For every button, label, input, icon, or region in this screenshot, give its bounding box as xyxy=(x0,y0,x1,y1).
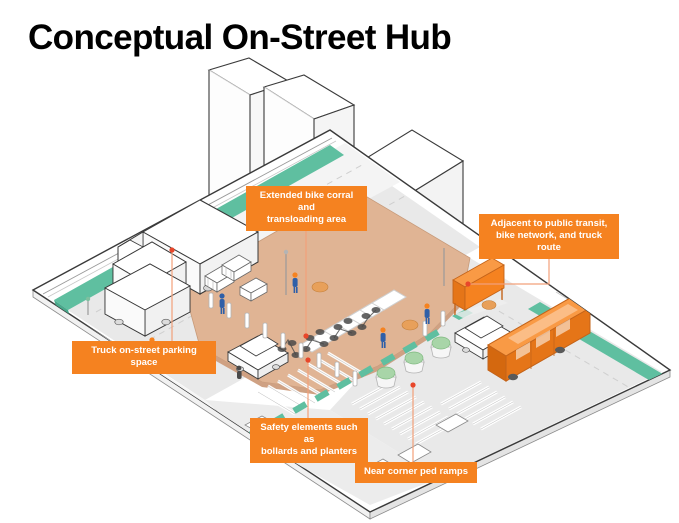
dot-safety xyxy=(305,357,311,363)
dot-bike-corral xyxy=(303,333,309,339)
bike-corral xyxy=(277,289,407,358)
bollards xyxy=(208,292,446,387)
transloading-carts xyxy=(204,254,268,302)
callout-near-corner-ped-ramps[interactable]: Near corner ped ramps xyxy=(355,462,477,483)
crosswalk-east-outline xyxy=(440,381,522,430)
callout-adjacent-public-transit[interactable]: Adjacent to public transit, bike network… xyxy=(479,214,619,259)
callout-truck-on-street-parking[interactable]: Truck on-street parking space xyxy=(72,341,216,374)
crosswalk-west-outline xyxy=(257,352,366,415)
callout-extended-bike-corral[interactable]: Extended bike corral and transloading ar… xyxy=(246,186,367,231)
callout-safety-elements[interactable]: Safety elements such as bollards and pla… xyxy=(250,418,368,463)
callout-leader-dots xyxy=(169,247,471,388)
dot-ped-ramps xyxy=(410,382,416,388)
planters xyxy=(375,336,452,389)
page-title: Conceptual On-Street Hub xyxy=(28,18,452,57)
bus-shelter xyxy=(452,257,508,318)
box-truck-small xyxy=(104,263,191,337)
street-poles xyxy=(87,248,445,315)
dot-truck-parking xyxy=(169,247,175,253)
dot-transit xyxy=(465,281,471,287)
transit-bus xyxy=(487,296,591,382)
passenger-car-left xyxy=(227,333,289,380)
